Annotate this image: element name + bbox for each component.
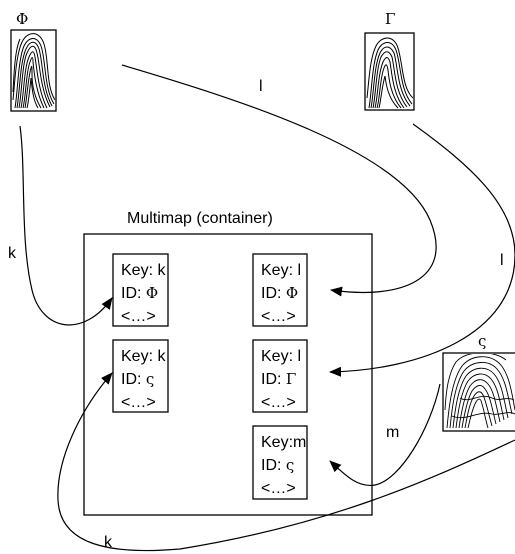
entry-l-gamma: Key: l ID: Γ <…>: [252, 339, 308, 413]
entry-id: ID: ς: [261, 456, 294, 474]
entry-m-sigma: Key:m ID: ς <…>: [252, 425, 308, 500]
entry-box: [252, 339, 308, 413]
fingerprint-sigma-icon: [444, 354, 515, 429]
entry-box: [112, 253, 169, 327]
entry-key: Key: k: [121, 348, 166, 365]
edge-label-k: k: [8, 245, 17, 262]
container-box: [83, 233, 373, 516]
fingerprint-sigma-symbol: ς: [478, 332, 486, 350]
edge-sigma-to-entry-m: [329, 383, 441, 487]
edge-label-k: k: [104, 534, 113, 551]
entry-key: Key: k: [121, 262, 166, 279]
fingerprint-gamma-icon: [366, 37, 413, 109]
fingerprint-sigma: ς: [442, 332, 515, 432]
edge-sigma-to-entry-k: [57, 372, 515, 552]
entry-key: Key: l: [261, 348, 301, 365]
container-title: Multimap (container): [127, 210, 273, 227]
edges: [19, 64, 515, 552]
fingerprint-phi-icon: [12, 33, 55, 109]
multimap-container: Multimap (container): [83, 210, 373, 516]
edge-label-l: l: [500, 252, 504, 269]
edge-label-m: m: [386, 424, 399, 441]
entry-l-phi: Key: l ID: Φ <…>: [252, 253, 308, 327]
entry-box: [252, 253, 308, 327]
entry-value: <…>: [261, 480, 296, 497]
fingerprint-phi: Φ: [10, 10, 57, 112]
entry-id: ID: Φ: [261, 284, 298, 302]
fingerprint-gamma: Γ: [364, 10, 415, 111]
entry-id: ID: ς: [121, 370, 154, 388]
fingerprint-phi-symbol: Φ: [16, 10, 28, 28]
entry-key: Key: l: [261, 262, 301, 279]
entry-value: <…>: [261, 308, 296, 325]
fingerprint-gamma-symbol: Γ: [385, 10, 395, 28]
edge-label-l: l: [259, 78, 263, 95]
edge-phi-to-entry-k: [19, 125, 113, 326]
edge-phi-to-entry-l: [121, 64, 437, 297]
entry-id: ID: Φ: [121, 284, 158, 302]
entry-box: [252, 425, 308, 500]
entry-value: <…>: [121, 308, 156, 325]
entry-key: Key:m: [261, 434, 306, 451]
entry-id: ID: Γ: [261, 370, 296, 388]
entry-k-sigma: Key: k ID: ς <…>: [112, 339, 169, 413]
entry-k-phi: Key: k ID: Φ <…>: [112, 253, 169, 327]
entry-box: [112, 339, 169, 413]
entry-value: <…>: [261, 394, 296, 411]
edge-gamma-to-entry-l: [329, 123, 515, 377]
entry-value: <…>: [121, 394, 156, 411]
